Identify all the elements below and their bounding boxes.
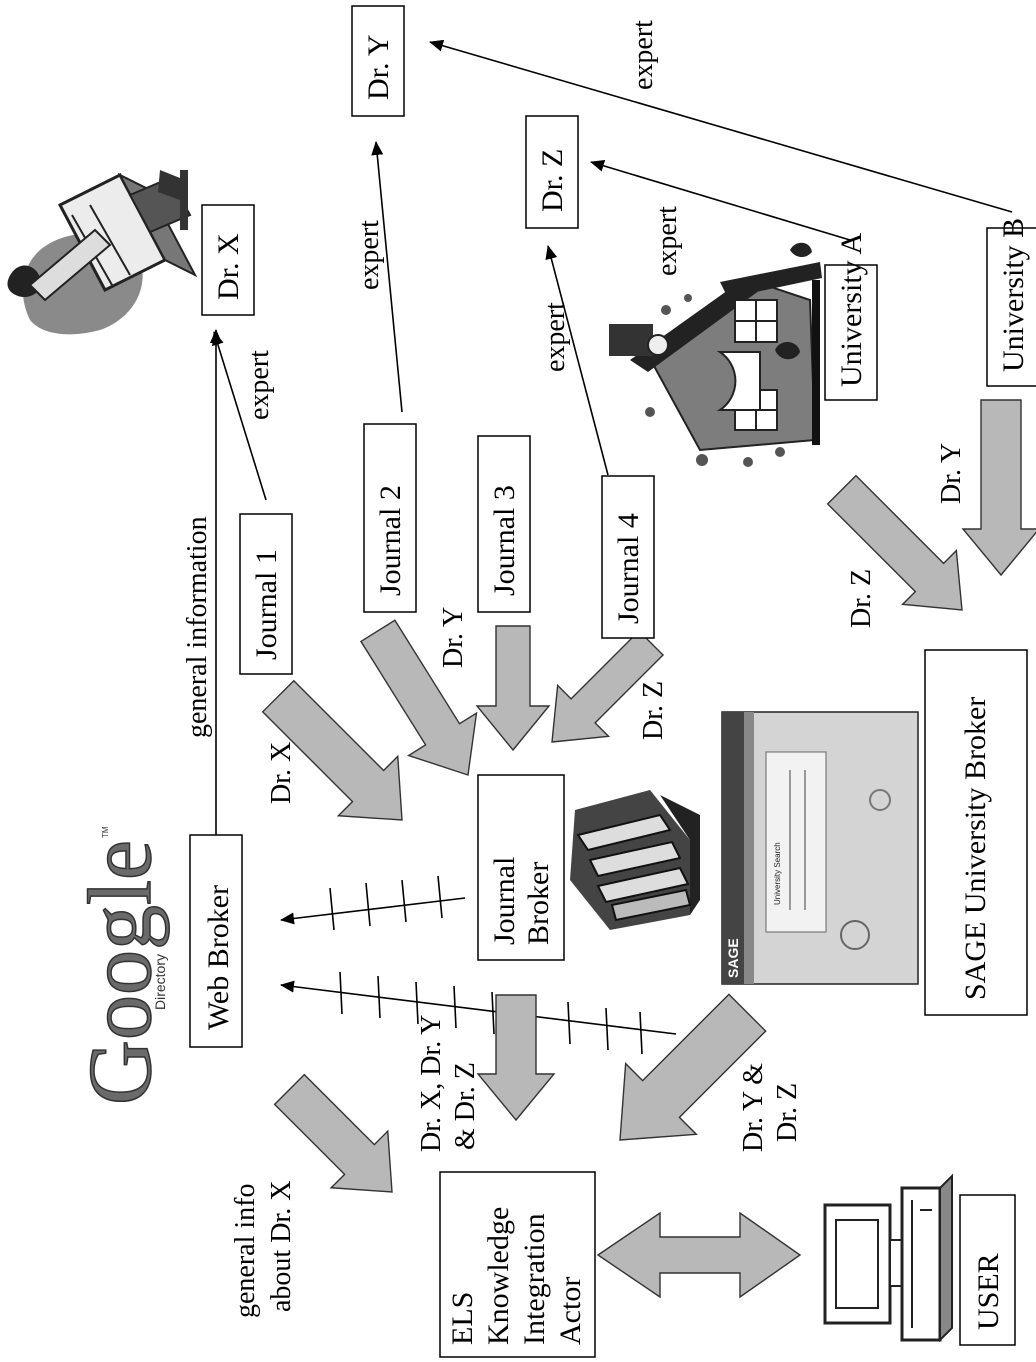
sage-dr-y-fat-arrow — [963, 400, 1036, 575]
journal-broker-to-els-fat-arrow — [478, 995, 554, 1120]
sage-dr-z-label: Dr. Z — [846, 569, 877, 628]
dr-x-label: Dr. X — [212, 233, 245, 300]
sage-logo-text: SAGE — [725, 938, 741, 978]
sage-to-els-label-line2: Dr. Z — [772, 1083, 803, 1142]
sage-broker-label: SAGE University Broker — [959, 697, 992, 1000]
journal-1-label: Journal 1 — [250, 549, 283, 660]
journal-broker-label-line2: Broker — [522, 862, 555, 945]
els-label-line1: ELS — [446, 1292, 479, 1345]
dr-z-flow-label: Dr. Z — [638, 681, 669, 740]
expert-label-journal4: expert — [540, 302, 571, 372]
sage-search-title: University Search — [773, 842, 782, 905]
sage-screenshot: SAGE University Search — [722, 712, 918, 984]
expert-label-university-a: expert — [652, 206, 683, 276]
journal-broker-to-web-broker-arrow — [281, 876, 465, 930]
sage-broker-to-web-broker-arrow — [281, 972, 676, 1054]
university-a-label: University A — [835, 233, 868, 387]
journal3-fat-arrow — [477, 626, 549, 750]
dr-y-flow-label: Dr. Y — [438, 607, 469, 668]
els-label-line3: Integration — [518, 1213, 551, 1345]
sage-dr-y-label: Dr. Y — [936, 443, 967, 504]
web-broker-label: Web Broker — [202, 885, 235, 1030]
dr-x-flow-label: Dr. X — [266, 742, 297, 804]
sage-to-els-label-line1: Dr. Y & — [738, 1063, 769, 1152]
universitya-expert-arrow — [591, 162, 850, 240]
els-label-line4: Actor — [554, 1277, 587, 1345]
journal-broker-to-els-label-line1: Dr. X, Dr. Y — [416, 1015, 447, 1152]
journal-4-label: Journal 4 — [612, 513, 645, 624]
dr-z-label: Dr. Z — [536, 149, 569, 212]
school-house-clipart — [609, 243, 822, 467]
books-clipart — [570, 790, 700, 930]
google-directory-logo: Google Directory TM — [71, 826, 170, 1105]
university-b-label: University B — [997, 218, 1030, 372]
directory-logo-text: Directory — [152, 954, 168, 1010]
web-to-els-label-line1: general info — [230, 1184, 261, 1319]
computer-clipart — [825, 1176, 952, 1340]
dr-y-label: Dr. Y — [362, 34, 395, 100]
expert-label-journal2: expert — [354, 220, 385, 290]
trademark-mark: TM — [101, 826, 110, 838]
journal-2-label: Journal 2 — [374, 485, 407, 596]
web-to-els-label-line2: about Dr. X — [266, 1181, 297, 1312]
journal-broker-label-line1: Journal — [488, 857, 521, 945]
expert-label-journal1: expert — [244, 350, 275, 420]
els-user-double-arrow — [598, 1213, 800, 1297]
journal-broker-to-els-label-line2: & Dr. Z — [450, 1062, 481, 1150]
els-label-line2: Knowledge — [482, 1207, 515, 1345]
user-label: USER — [972, 1253, 1005, 1330]
general-information-label: general information — [182, 516, 213, 738]
universityb-expert-arrow — [430, 42, 1012, 212]
office-worker-clipart — [7, 170, 195, 334]
journal-3-label: Journal 3 — [488, 485, 521, 596]
expert-label-university-b: expert — [628, 20, 659, 90]
